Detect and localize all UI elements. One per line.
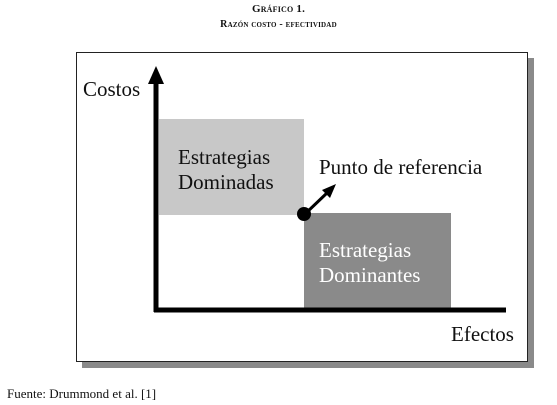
dominant-strategies-label: Estrategias Dominantes — [319, 238, 420, 288]
y-axis-label: Costos — [83, 77, 141, 101]
y-axis-arrowhead — [148, 66, 164, 84]
reference-point-label: Punto de referencia — [319, 155, 483, 179]
dominated-label-line-2: Dominadas — [178, 170, 274, 194]
reference-arrowhead — [322, 184, 336, 198]
x-axis-label: Efectos — [451, 322, 514, 346]
dominant-strategies-box — [304, 213, 451, 308]
source-note: Fuente: Drummond et al. [1] — [7, 386, 157, 401]
dominated-strategies-label: Estrategias Dominadas — [178, 145, 274, 195]
dominant-label-line-1: Estrategias — [319, 238, 412, 262]
figure-number: Gráfico 1. — [251, 3, 306, 15]
dominant-label-line-2: Dominantes — [319, 263, 421, 287]
dominated-label-line-1: Estrategias — [178, 145, 271, 169]
dominated-strategies-box — [159, 119, 304, 215]
figure-title: Razón costo - efectividad — [220, 19, 337, 30]
reference-point — [297, 207, 311, 221]
